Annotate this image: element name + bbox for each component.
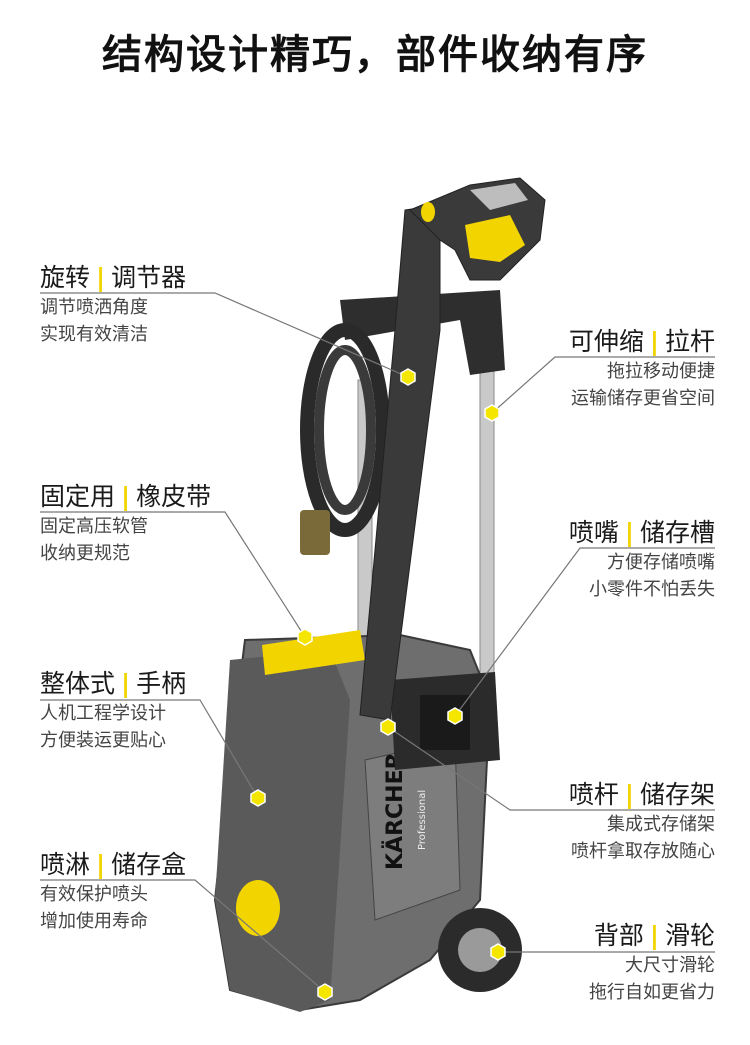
callout-desc-line1: 大尺寸滑轮	[625, 955, 715, 976]
leader-line-7	[40, 879, 326, 993]
callout-title-a: 喷杆	[568, 780, 619, 809]
side-panel	[215, 650, 350, 1012]
callout-title-b: 滑轮	[664, 921, 715, 950]
brand-logo: KÄRCHER	[382, 752, 408, 870]
callout-title-b: 橡皮带	[136, 482, 212, 511]
callout-desc-line1: 固定高压软管	[40, 516, 148, 537]
callout-desc-line2: 拖行自如更省力	[589, 982, 715, 1003]
hose-coil	[300, 323, 390, 537]
callout-lance-holder: 喷杆|储存架 集成式存储架 喷杆拿取存放随心	[569, 779, 715, 865]
callout-desc-line1: 方便存储喷嘴	[607, 552, 715, 573]
callout-desc-line1: 集成式存储架	[607, 814, 715, 835]
callout-title-b: 储存盒	[111, 850, 187, 879]
callout-separator: |	[649, 327, 659, 356]
wheel-hub	[458, 928, 502, 972]
leader-line-5	[40, 699, 259, 799]
callout-telescopic-handle: 可伸缩|拉杆 拖拉移动便捷 运输储存更省空间	[569, 326, 715, 412]
marker-hex-7	[317, 983, 333, 1001]
marker-hex-2	[484, 404, 500, 422]
callout-rear-wheels: 背部|滑轮 大尺寸滑轮 拖行自如更省力	[589, 920, 715, 1006]
leader-line-2	[491, 356, 715, 414]
handle-bar	[340, 290, 505, 375]
callout-title-a: 整体式	[40, 669, 116, 698]
callout-rubber-strap: 固定用|橡皮带 固定高压软管 收纳更规范	[40, 481, 211, 567]
callout-desc-line2: 喷杆拿取存放随心	[571, 841, 715, 862]
callout-title-a: 旋转	[40, 263, 91, 292]
brand-subtitle: Professional	[417, 790, 428, 850]
callout-desc-line1: 调节喷洒角度	[40, 297, 148, 318]
leader-line-6	[387, 726, 715, 811]
callout-separator: |	[624, 780, 634, 809]
hose-connector	[300, 510, 330, 555]
leader-line-3	[40, 511, 306, 638]
callout-separator: |	[649, 921, 659, 950]
callout-title-a: 固定用	[40, 482, 116, 511]
callout-desc-line1: 人机工程学设计	[40, 703, 166, 724]
callout-desc-line2: 增加使用寿命	[40, 911, 148, 932]
callout-rotary-adjuster: 旋转|调节器 调节喷洒角度 实现有效清洁	[40, 262, 186, 348]
callout-integrated-handle: 整体式|手柄 人机工程学设计 方便装运更贴心	[40, 668, 186, 754]
callout-desc-line2: 实现有效清洁	[40, 324, 148, 345]
callout-title-b: 储存架	[639, 780, 715, 809]
callout-desc-line2: 方便装运更贴心	[40, 730, 166, 751]
callout-title-b: 手柄	[136, 669, 187, 698]
callout-nozzle-storage: 喷嘴|储存槽 方便存储喷嘴 小零件不怕丢失	[569, 517, 715, 603]
callout-separator: |	[624, 518, 634, 547]
grip-top	[470, 183, 528, 210]
marker-hex-5	[250, 789, 266, 807]
rubber-strap	[262, 630, 365, 675]
callout-separator: |	[121, 669, 131, 698]
callout-separator: |	[96, 850, 106, 879]
callout-title-b: 调节器	[111, 263, 187, 292]
callout-title-a: 背部	[593, 921, 644, 950]
nozzle-slot	[420, 695, 470, 750]
callout-desc-line1: 有效保护喷头	[40, 884, 148, 905]
page-title: 结构设计精巧，部件收纳有序	[102, 32, 648, 78]
trigger	[465, 215, 525, 262]
accent-disk	[236, 880, 280, 936]
gun-button	[421, 202, 435, 222]
leader-line-4	[454, 547, 715, 717]
callout-desc-line2: 运输储存更省空间	[571, 388, 715, 409]
marker-hex-8	[490, 943, 506, 961]
callout-spray-storage-box: 喷淋|储存盒 有效保护喷头 增加使用寿命	[40, 849, 186, 935]
callout-title-a: 喷嘴	[568, 518, 619, 547]
callout-title-a: 可伸缩	[568, 327, 644, 356]
callout-desc-line2: 小零件不怕丢失	[589, 579, 715, 600]
callout-title-a: 喷淋	[40, 850, 91, 879]
callout-separator: |	[96, 263, 106, 292]
callout-title-b: 拉杆	[664, 327, 715, 356]
callout-separator: |	[121, 482, 131, 511]
callout-desc-line2: 收纳更规范	[40, 543, 130, 564]
marker-hex-1	[400, 368, 416, 386]
leader-line-1	[40, 292, 409, 378]
marker-hex-3	[297, 628, 313, 646]
callout-desc-line1: 拖拉移动便捷	[607, 361, 715, 382]
callout-title-b: 储存槽	[639, 518, 715, 547]
marker-hex-4	[447, 707, 463, 725]
marker-hex-6	[380, 718, 396, 736]
